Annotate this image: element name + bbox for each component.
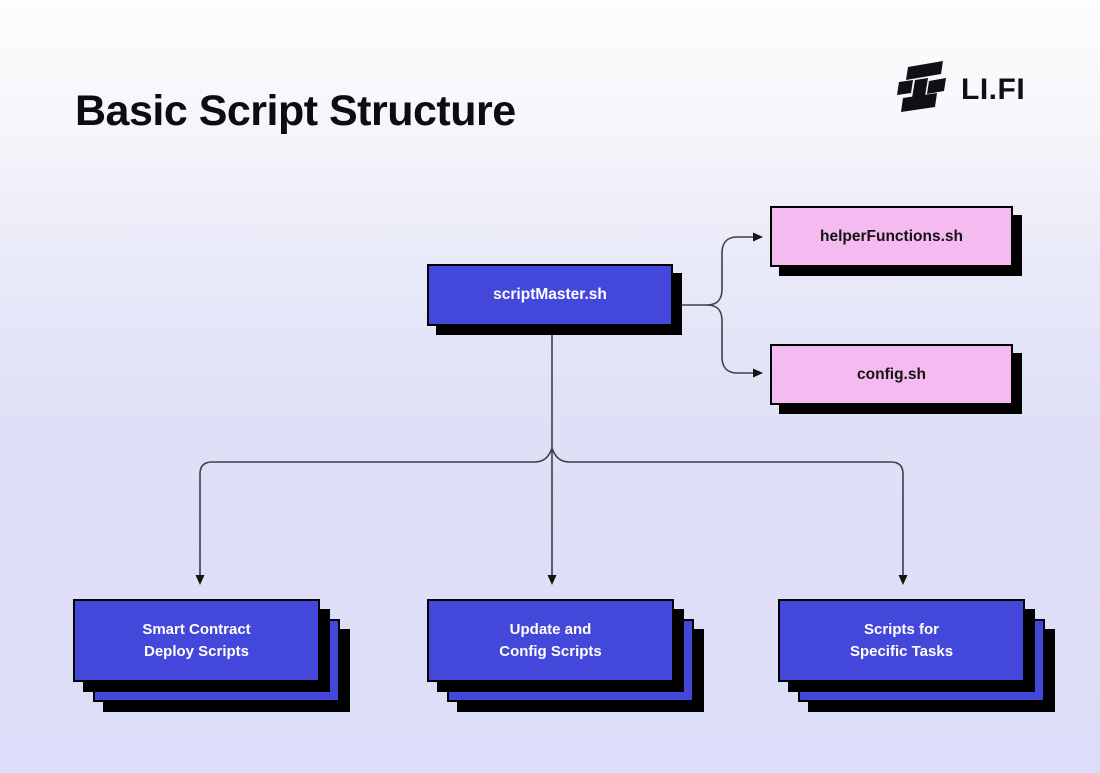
stack-front-card: Update and Config Scripts [427, 599, 674, 682]
node-stack-deploy-scripts: Smart Contract Deploy Scripts [73, 599, 340, 702]
node-config-label: config.sh [857, 365, 926, 383]
lifi-logo-icon [897, 61, 946, 112]
page-title: Basic Script Structure [75, 86, 516, 135]
deploy-scripts-label-line2: Deploy Scripts [143, 642, 250, 660]
brand-logo: LI.FI [893, 57, 1043, 119]
node-script-master: scriptMaster.sh [427, 264, 673, 326]
brand-name: LI.FI [961, 73, 1026, 106]
connector-paths [199, 236, 904, 576]
node-helper-functions: helperFunctions.sh [770, 206, 1013, 267]
node-config: config.sh [770, 344, 1013, 405]
node-helper-functions-label: helperFunctions.sh [820, 227, 963, 245]
node-script-master-label: scriptMaster.sh [493, 286, 607, 303]
node-stack-update-config-scripts: Update and Config Scripts [427, 599, 694, 702]
stack-front-card: Smart Contract Deploy Scripts [73, 599, 320, 682]
deploy-scripts-label-line1: Smart Contract [142, 620, 251, 638]
update-config-label-line1: Update and [509, 620, 592, 638]
specific-tasks-label-line1: Scripts for [863, 620, 939, 638]
stack-front-card: Scripts for Specific Tasks [778, 599, 1025, 682]
node-stack-specific-tasks: Scripts for Specific Tasks [778, 599, 1045, 702]
update-config-label-line2: Config Scripts [499, 642, 602, 660]
arrowheads [195, 232, 908, 585]
specific-tasks-label-line2: Specific Tasks [849, 642, 954, 660]
